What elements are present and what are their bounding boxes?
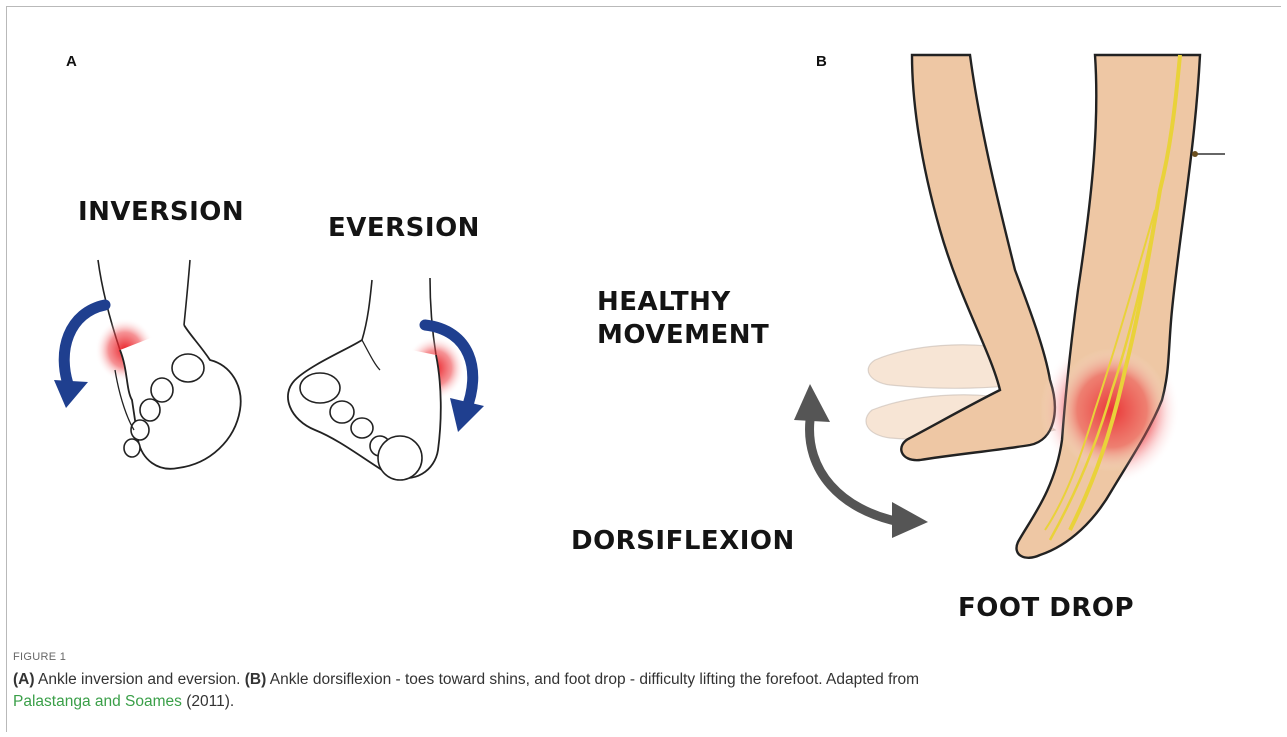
figure-caption: FIGURE 1 (A) Ankle inversion and eversio… [13,651,1263,713]
reference-year: (2011) [186,693,230,710]
eversion-foot-illustration [270,270,500,500]
healthy-movement-label: HEALTHY MOVEMENT [597,286,769,352]
eversion-arrowhead [450,398,484,432]
inversion-arrowhead [54,380,88,408]
caption-part-b-label: (B) [245,671,267,688]
healthy-movement-line2: MOVEMENT [597,319,769,352]
caption-part-a-label: (A) [13,671,35,688]
caption-trailing: . [230,693,234,710]
reference-link[interactable]: Palastanga and Soames [13,693,182,710]
dorsiflexion-label: DORSIFLEXION [571,525,795,558]
healthy-movement-line1: HEALTHY [597,286,769,319]
caption-text: (A) Ankle inversion and eversion. (B) An… [13,669,1263,713]
inversion-label: INVERSION [78,196,244,229]
panel-a-letter: A [66,53,77,70]
eversion-label: EVERSION [328,212,480,245]
caption-part-b-text: Ankle dorsiflexion - toes toward shins, … [266,671,919,688]
foot-drop-label: FOOT DROP [958,592,1134,625]
inversion-foot-illustration [50,250,270,480]
caption-part-a-text: Ankle inversion and eversion. [35,671,245,688]
figure-number: FIGURE 1 [13,651,1263,663]
panel-b-letter: B [816,53,827,70]
dorsiflexion-arrow [780,370,940,540]
